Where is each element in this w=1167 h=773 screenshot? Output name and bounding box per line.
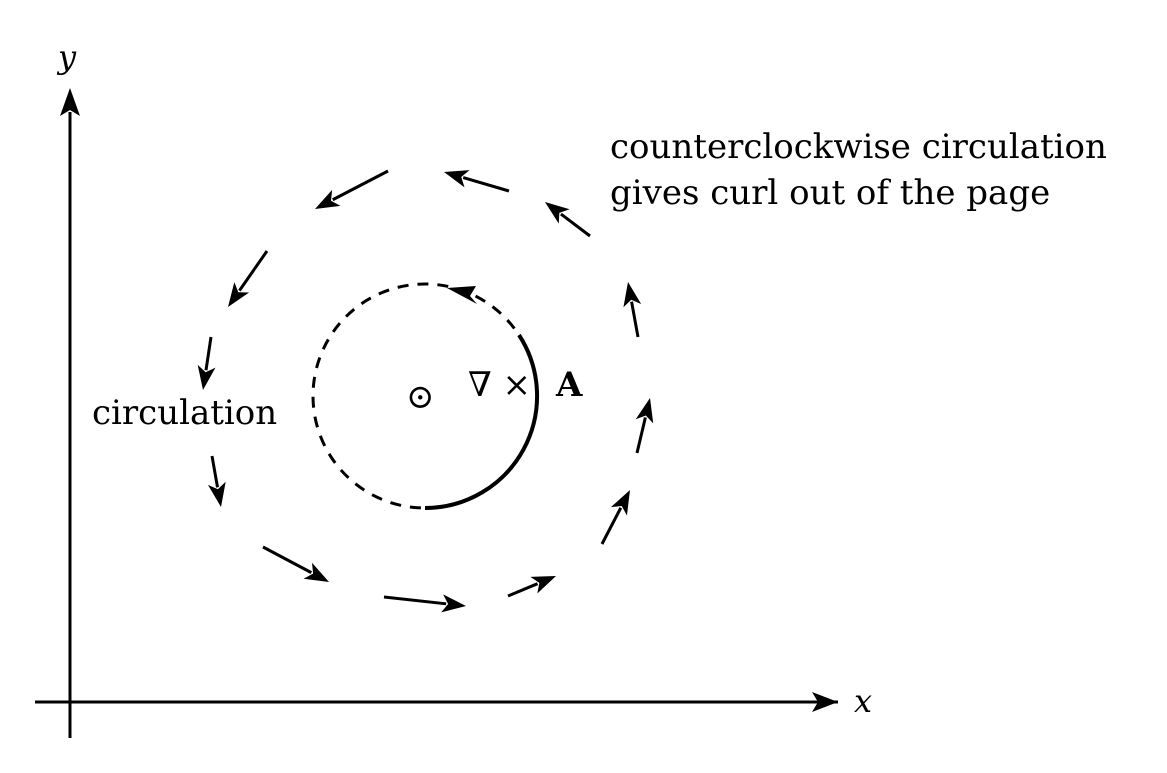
inner-solid-arc [424, 333, 539, 510]
circulation-arrowhead [228, 282, 250, 307]
circulation-arrow-shaft [262, 545, 313, 574]
circulation-arrow-shaft [332, 169, 389, 202]
circulation-arrowhead [635, 398, 654, 424]
circulation-arrowhead [530, 576, 556, 594]
axes: x y [35, 38, 872, 738]
circulation-arrow-shaft [600, 507, 623, 545]
circulation-arrow-shaft [238, 250, 269, 292]
circulation-arrow-shaft [560, 212, 591, 238]
outer-circulation-arrows [197, 169, 654, 613]
circulation-arrowhead [444, 170, 470, 188]
circulation-arrowhead [303, 562, 329, 582]
out-of-page-symbol: ⊙ [406, 377, 435, 417]
circulation-label: circulation [92, 393, 277, 433]
circulation-arrow-shaft [635, 417, 647, 454]
x-axis-label: x [854, 682, 872, 720]
circulation-arrowhead [197, 364, 216, 390]
annotation-line-2: gives curl out of the page [610, 173, 1050, 213]
curl-operator-label: ∇ × [468, 365, 531, 405]
y-axis-arrowhead [60, 88, 80, 116]
circulation-arrow-shaft [204, 336, 213, 371]
inner-loop [311, 282, 539, 510]
labels: circulation counterclockwise circulation… [92, 127, 1107, 433]
y-axis-label: y [56, 38, 77, 76]
circulation-arrowhead [610, 490, 630, 516]
curl-vector-label: A [555, 365, 583, 405]
annotation-line-1: counterclockwise circulation [610, 127, 1107, 167]
circulation-arrowhead [207, 481, 226, 507]
circulation-arrow-shaft [383, 595, 447, 606]
circulation-arrow-shaft [462, 176, 510, 193]
inner-arc-arrowhead [447, 286, 477, 304]
circulation-arrowhead [545, 202, 570, 224]
x-axis-arrowhead [812, 692, 838, 712]
circulation-arrow-shaft [210, 455, 220, 488]
circulation-arrowhead [441, 594, 466, 613]
circulation-arrow-shaft [630, 301, 640, 338]
circulation-arrowhead [315, 189, 341, 209]
circulation-arrowhead [623, 282, 642, 308]
circulation-arrow-shaft [507, 582, 539, 598]
